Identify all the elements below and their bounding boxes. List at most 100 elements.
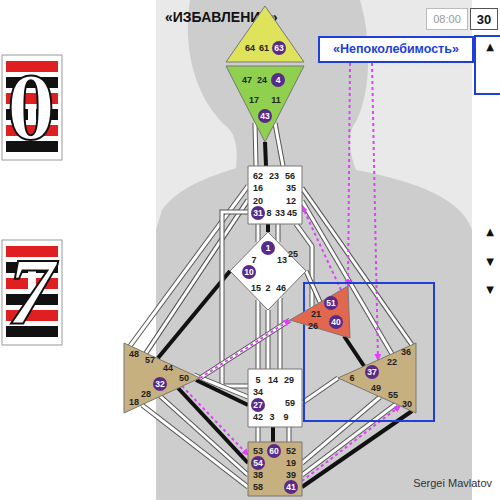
- gate-number: 7: [251, 256, 256, 265]
- connector-path: [257, 224, 260, 242]
- channel-outline: [256, 224, 261, 242]
- gate-number: 13: [277, 256, 287, 265]
- scroll-arrow: ▲: [486, 42, 494, 52]
- channel-outline: [287, 427, 292, 442]
- spleen-center: 48574450322818: [124, 343, 200, 413]
- channel-line: [178, 388, 248, 463]
- channel-line: [258, 300, 259, 369]
- gate-number: 31: [251, 206, 265, 220]
- channel-outline: [146, 200, 248, 353]
- time-field: 08:00: [426, 8, 468, 30]
- gate-number: 34: [253, 388, 263, 397]
- channel-outline: [266, 310, 271, 369]
- connector-path: [275, 123, 283, 166]
- connector-path: [302, 411, 412, 487]
- gate-number: 41: [284, 480, 298, 494]
- connector-path: [348, 63, 350, 286]
- gate-number: 21: [311, 310, 321, 319]
- g-center: 1713102515246: [230, 232, 306, 310]
- gate-number: 40: [329, 315, 343, 329]
- gate-number: 52: [286, 447, 296, 456]
- gate-number: 23: [269, 172, 279, 181]
- channel-outline: [142, 405, 248, 487]
- channel-line: [280, 298, 281, 369]
- gate-number: 24: [257, 76, 267, 85]
- channel-line: [258, 427, 259, 442]
- channel-line: [255, 123, 256, 166]
- connector-path: [158, 271, 230, 358]
- connector-path: [182, 386, 248, 455]
- gate-number: 18: [129, 398, 139, 407]
- watermark: Sergei Mavlatov: [413, 478, 492, 489]
- channel-line: [268, 310, 269, 369]
- channel-line: [344, 336, 364, 366]
- connector-path: [302, 206, 341, 290]
- gate-number: 30: [402, 400, 412, 409]
- channel-line: [306, 271, 320, 302]
- connector-path: [266, 224, 270, 232]
- pointer-arrow: [182, 386, 248, 455]
- gate-number: 36: [401, 348, 411, 357]
- gate-number: 55: [388, 391, 398, 400]
- field-text: 30: [477, 13, 491, 26]
- scroll-arrow: ▼: [486, 285, 494, 295]
- connector-path: [372, 63, 378, 360]
- channel-outline: [256, 427, 261, 442]
- gate-number: 12: [286, 197, 296, 206]
- gate-number: 3: [269, 413, 274, 422]
- gate-number: 17: [249, 96, 259, 105]
- sacral-center: 514293427594239: [248, 369, 302, 427]
- channel-outline: [302, 378, 338, 403]
- gate-number: 22: [387, 358, 397, 367]
- connector-path: [344, 336, 364, 366]
- scroll-box: [475, 36, 500, 94]
- channel-outline: [278, 298, 283, 369]
- gate-number: 29: [284, 376, 294, 385]
- connector-path: [257, 427, 260, 442]
- connector-path: [257, 300, 260, 369]
- gate-number: 6: [349, 374, 354, 383]
- gate-number: 16: [253, 184, 263, 193]
- hexagram-frame: [2, 240, 62, 345]
- channel-outline: [302, 404, 396, 475]
- highlight-frame: [304, 283, 434, 421]
- channel-line: [302, 411, 412, 487]
- connector-path: [302, 378, 338, 403]
- gate-number: 49: [371, 384, 381, 393]
- center-outline: [248, 369, 302, 427]
- root-center: 536052541938395841: [248, 442, 302, 496]
- pointer-arrow: [348, 63, 350, 286]
- field-text: 08:00: [433, 14, 461, 25]
- channel-line: [268, 224, 269, 232]
- digit-overlay: 0: [7, 59, 55, 155]
- connector-path: [255, 123, 256, 166]
- gate-number: 56: [285, 172, 295, 181]
- gate-number: 20: [253, 197, 263, 206]
- connector-path: [277, 224, 280, 242]
- gate-number: 25: [288, 250, 298, 259]
- channel-line: [302, 378, 338, 403]
- gate-number: 9: [283, 413, 288, 422]
- channel-line: [273, 427, 274, 442]
- gate-number: 59: [285, 399, 295, 408]
- channel-outline: [302, 397, 380, 463]
- gate-number: 46: [276, 284, 286, 293]
- gate-number: 37: [365, 365, 379, 379]
- gate-number: 10: [242, 265, 256, 279]
- connector-path: [178, 388, 248, 463]
- gate-number: 47: [242, 76, 252, 85]
- head-center: 646163: [226, 6, 304, 62]
- connector-path: [271, 427, 275, 442]
- connector-path: [142, 405, 248, 487]
- connector-path: [267, 310, 270, 369]
- connector-path: [288, 427, 291, 442]
- center-outline: [124, 343, 200, 413]
- gate-number: 50: [179, 374, 189, 383]
- day-field: 30: [470, 8, 498, 30]
- gate-number: 58: [253, 483, 263, 492]
- gate-number: 32: [153, 377, 167, 391]
- gate-number: 44: [163, 364, 173, 373]
- center-outline: [248, 442, 302, 496]
- ajna-center: 47244171143: [226, 66, 304, 142]
- gate-number: 4: [271, 73, 285, 87]
